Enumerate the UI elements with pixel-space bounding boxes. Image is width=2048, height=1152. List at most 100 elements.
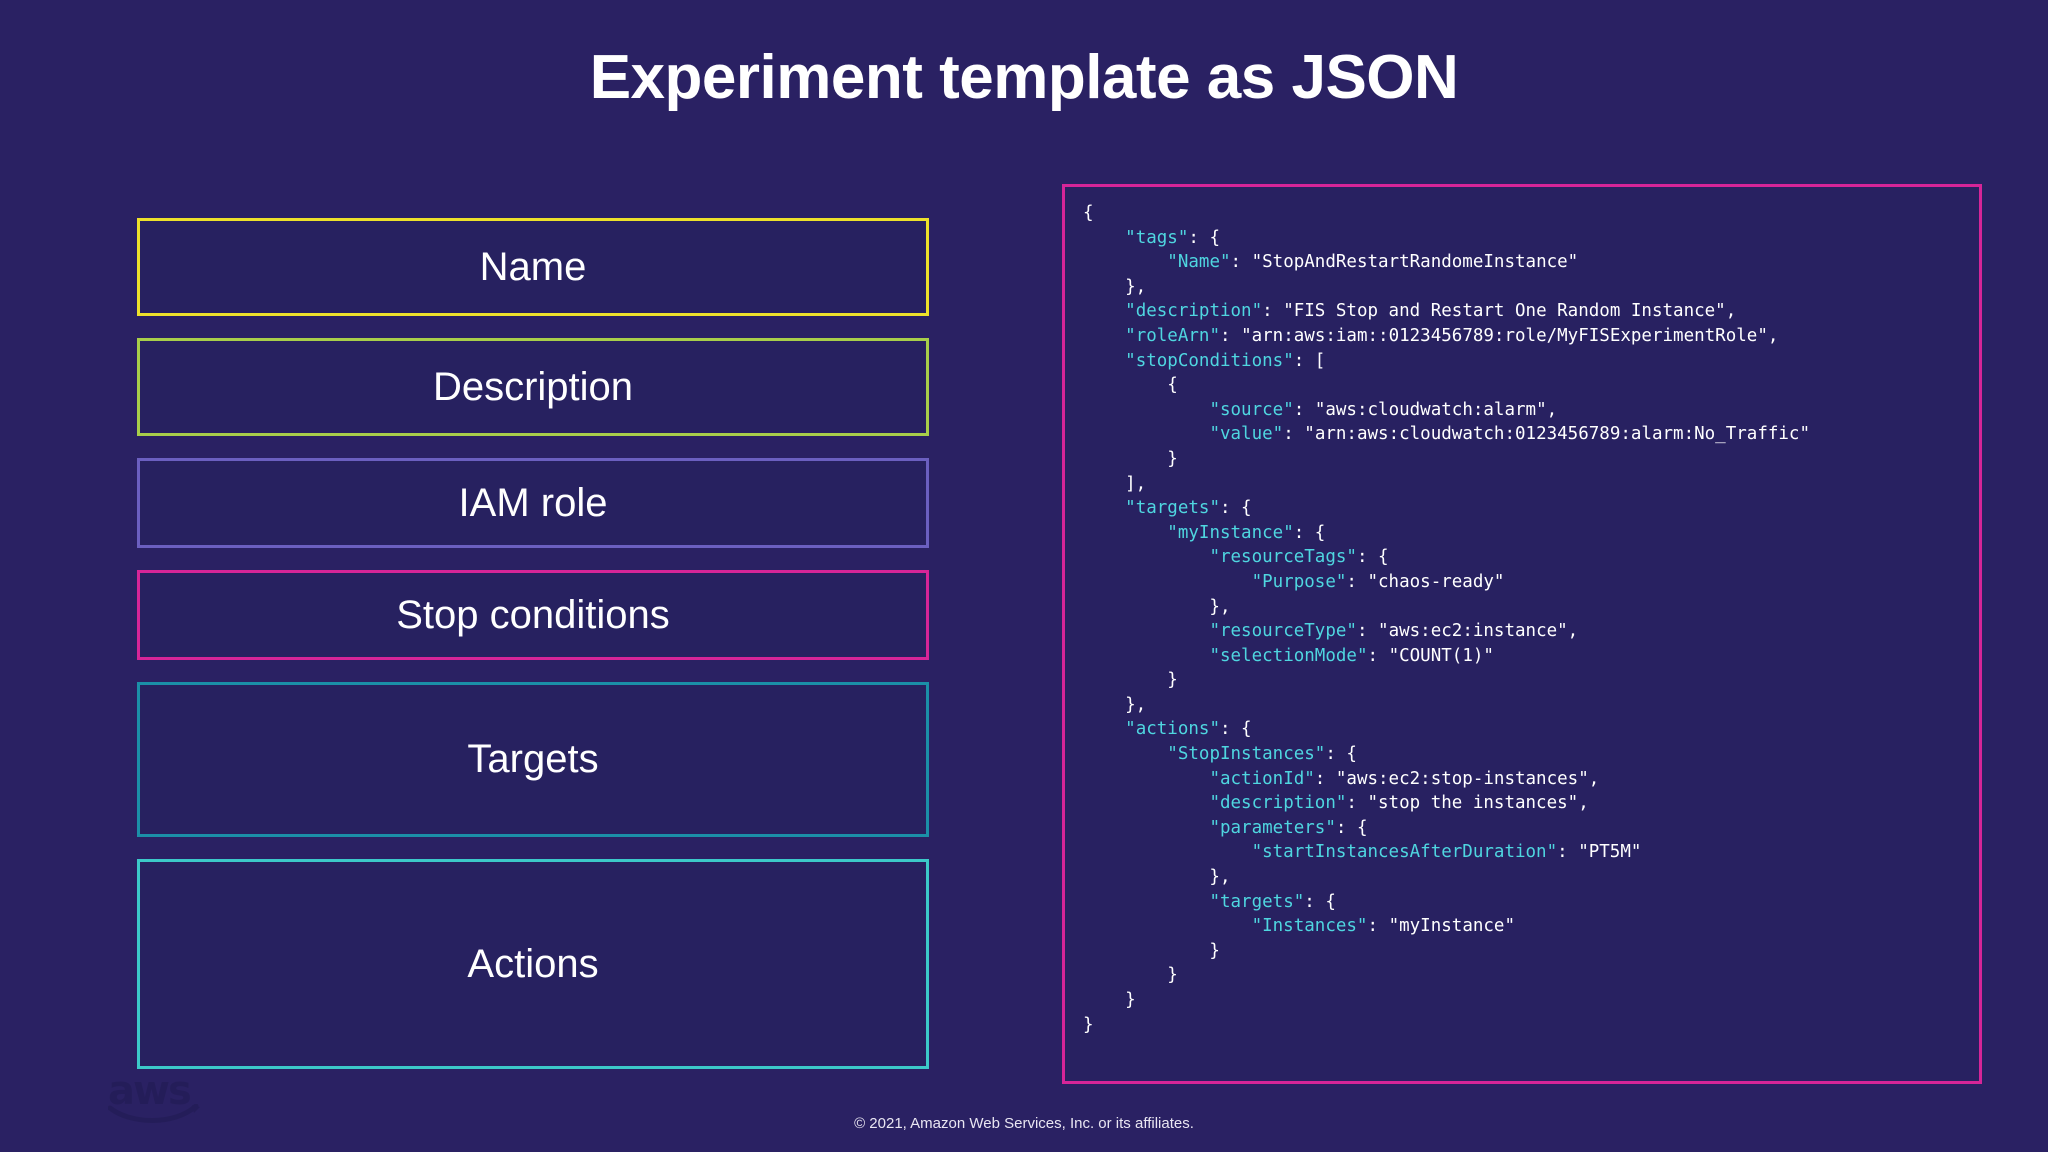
code-line: "value": "arn:aws:cloudwatch:0123456789:… — [1083, 422, 1979, 447]
component-label: Actions — [467, 941, 599, 986]
copyright-footer: © 2021, Amazon Web Services, Inc. or its… — [854, 1115, 1194, 1132]
component-box-targets[interactable]: Targets — [137, 682, 929, 837]
json-key: "StopInstances" — [1167, 744, 1326, 765]
json-punctuation — [1083, 646, 1209, 666]
code-line: }, — [1083, 595, 1979, 620]
json-key: "actions" — [1125, 719, 1220, 740]
aws-wordmark: aws — [108, 1068, 192, 1114]
json-key: "selectionMode" — [1209, 645, 1368, 666]
code-line: } — [1083, 939, 1979, 964]
json-punctuation: : — [1557, 842, 1579, 863]
json-value: "COUNT(1)" — [1388, 645, 1494, 666]
json-key: "Instances" — [1251, 916, 1368, 937]
json-key: "targets" — [1125, 498, 1220, 519]
code-line: "description": "stop the instances", — [1083, 791, 1979, 816]
json-punctuation — [1083, 301, 1125, 321]
aws-smile-icon — [108, 1104, 200, 1123]
template-component-list: Name Description IAM role Stop condition… — [137, 218, 929, 1069]
json-punctuation — [1083, 351, 1125, 371]
json-key: "description" — [1209, 793, 1347, 814]
json-punctuation: : { — [1356, 547, 1389, 568]
code-line: "actionId": "aws:ec2:stop-instances", — [1083, 767, 1979, 792]
json-punctuation: : — [1314, 768, 1336, 789]
json-key: "actionId" — [1209, 768, 1315, 789]
json-punctuation: }, — [1083, 276, 1147, 297]
code-line: "stopConditions": [ — [1083, 349, 1979, 374]
json-punctuation — [1083, 793, 1209, 813]
json-punctuation — [1083, 916, 1252, 936]
json-punctuation: : — [1367, 645, 1389, 666]
code-line: "targets": { — [1083, 890, 1979, 915]
json-punctuation — [1083, 523, 1167, 543]
json-punctuation: : { — [1304, 891, 1336, 912]
json-punctuation: : { — [1219, 498, 1252, 519]
json-punctuation: : — [1219, 325, 1242, 346]
json-punctuation: } — [1083, 448, 1178, 469]
component-label: IAM role — [458, 480, 608, 525]
json-code-panel: { "tags": { "Name": "StopAndRestartRando… — [1062, 184, 1982, 1084]
code-line: }, — [1083, 275, 1979, 300]
code-line: ], — [1083, 472, 1979, 497]
json-punctuation: : — [1346, 571, 1368, 592]
code-line: } — [1083, 668, 1979, 693]
json-punctuation — [1083, 400, 1209, 420]
json-key: "myInstance" — [1167, 522, 1294, 543]
json-punctuation: } — [1083, 940, 1220, 961]
json-punctuation: } — [1083, 1014, 1094, 1035]
code-line: "tags": { — [1083, 226, 1979, 251]
code-line: "Purpose": "chaos-ready" — [1083, 570, 1979, 595]
code-line: "startInstancesAfterDuration": "PT5M" — [1083, 840, 1979, 865]
code-line: }, — [1083, 693, 1979, 718]
component-box-description[interactable]: Description — [137, 338, 929, 436]
json-punctuation: : — [1293, 399, 1315, 420]
json-key: "targets" — [1209, 891, 1305, 912]
code-line: "Instances": "myInstance" — [1083, 914, 1979, 939]
json-value: "FIS Stop and Restart One Random Instanc… — [1283, 301, 1737, 322]
json-value: "myInstance" — [1388, 916, 1515, 937]
json-punctuation: }, — [1083, 596, 1231, 617]
json-punctuation: : — [1367, 916, 1389, 937]
component-box-actions[interactable]: Actions — [137, 859, 929, 1069]
code-line: "resourceType": "aws:ec2:instance", — [1083, 619, 1979, 644]
json-punctuation — [1083, 326, 1125, 346]
json-punctuation: : — [1356, 621, 1379, 642]
code-line: "targets": { — [1083, 496, 1979, 521]
code-line: { — [1083, 373, 1979, 398]
code-line: "parameters": { — [1083, 816, 1979, 841]
aws-logo-watermark: aws — [108, 1068, 204, 1130]
code-line: "myInstance": { — [1083, 521, 1979, 546]
code-line: "roleArn": "arn:aws:iam::0123456789:role… — [1083, 324, 1979, 349]
code-line: }, — [1083, 865, 1979, 890]
json-punctuation: : { — [1325, 744, 1357, 765]
component-box-stop-conditions[interactable]: Stop conditions — [137, 570, 929, 660]
json-key: "resourceTags" — [1209, 547, 1357, 568]
json-punctuation — [1083, 228, 1125, 248]
component-label: Description — [432, 364, 634, 409]
component-box-name[interactable]: Name — [137, 218, 929, 316]
json-punctuation: : — [1283, 424, 1305, 445]
json-key: "tags" — [1125, 227, 1189, 248]
json-punctuation: }, — [1083, 867, 1231, 888]
json-key: "resourceType" — [1209, 621, 1357, 642]
code-line: { — [1083, 201, 1979, 226]
json-punctuation: : — [1230, 252, 1252, 273]
json-punctuation: } — [1083, 965, 1178, 986]
json-code-block: { "tags": { "Name": "StopAndRestartRando… — [1083, 201, 1979, 1037]
json-key: "source" — [1209, 399, 1294, 420]
json-punctuation — [1083, 769, 1209, 789]
json-punctuation — [1083, 719, 1125, 739]
json-punctuation: { — [1083, 203, 1094, 223]
json-punctuation: : { — [1335, 817, 1368, 838]
code-line: "description": "FIS Stop and Restart One… — [1083, 299, 1979, 324]
json-value: "aws:ec2:stop-instances", — [1335, 768, 1600, 789]
component-box-iam-role[interactable]: IAM role — [137, 458, 929, 548]
json-value: "aws:cloudwatch:alarm", — [1314, 399, 1558, 420]
json-key: "Name" — [1167, 252, 1231, 273]
json-punctuation — [1083, 547, 1209, 567]
component-label: Targets — [467, 737, 599, 781]
json-punctuation — [1083, 818, 1209, 838]
code-line: } — [1083, 1013, 1979, 1038]
code-line: "StopInstances": { — [1083, 742, 1979, 767]
code-line: } — [1083, 963, 1979, 988]
json-value: "PT5M" — [1578, 842, 1642, 863]
